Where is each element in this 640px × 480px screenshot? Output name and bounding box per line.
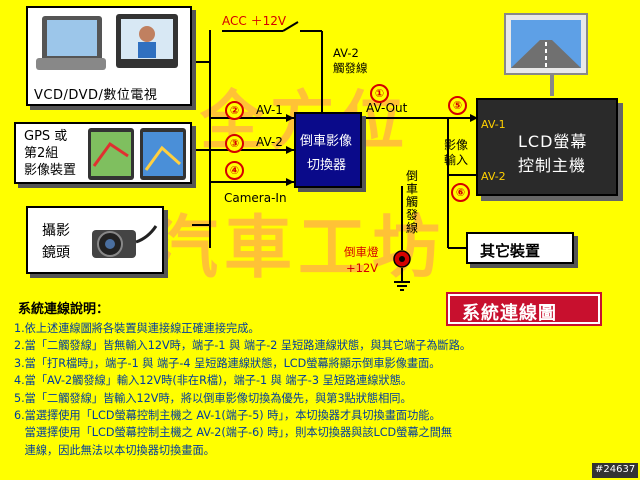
camera-label-line-2: 鏡頭 xyxy=(42,245,70,261)
note-line-5: 5.當「二觸發線」皆輸入12V時，將以倒車影像切換為優先，與第3點狀態相同。 xyxy=(14,391,412,405)
switcher-label-line-2: 切換器 xyxy=(307,158,347,173)
reverse-light-icon xyxy=(393,250,411,268)
lcd-port-av2-label: AV-2 xyxy=(481,170,506,183)
marker-6: ⑥ xyxy=(451,183,470,202)
reverse-trigger-char-3: 觸 xyxy=(406,195,419,209)
other-device: 其它裝置 xyxy=(466,232,574,264)
reverse-light-voltage: +12V xyxy=(346,261,379,275)
gps-label-line-2: 第2組 xyxy=(24,146,59,161)
vcd-dvd-device: VCD/DVD/數位電視 xyxy=(26,6,192,106)
port-camera-in-label: Camera-In xyxy=(224,191,287,205)
note-line-6: 6.當選擇使用「LCD螢幕控制主機之 AV-1(端子-5) 時」，本切換器才具切… xyxy=(14,409,441,423)
gps-screen-icon xyxy=(88,128,186,180)
lcd-control-unit: AV-1 AV-2 LCD螢幕 控制主機 xyxy=(476,98,618,196)
dvd-player-icon xyxy=(36,14,178,70)
gps-device: GPS 或 第2組 影像裝置 xyxy=(14,122,192,184)
reverse-trigger-char-1: 倒 xyxy=(406,169,419,183)
note-line-4: 4.當「AV-2觸發線」輸入12V時(非在R檔)，端子-1 與 端子-3 呈短路… xyxy=(14,374,413,388)
av2-trigger-label-2: 觸發線 xyxy=(333,61,368,75)
gps-label-line-3: 影像裝置 xyxy=(24,163,77,178)
switcher-label-line-1: 倒車影像 xyxy=(300,134,353,149)
note-line-8: 連線，因此無法以本切換器切換畫面。 xyxy=(14,443,215,457)
marker-4: ④ xyxy=(225,161,244,180)
camera-device: 攝影 鏡頭 xyxy=(26,206,164,274)
port-av1-label: AV-1 xyxy=(256,103,283,117)
notes-title: 系統連線說明： xyxy=(18,302,110,317)
watermark-bottom: 汽車工坊 xyxy=(150,208,447,288)
port-av-out-label: AV-Out xyxy=(366,101,408,115)
reverse-image-switcher: 倒車影像 切換器 xyxy=(294,112,362,188)
note-line-1: 1.依上述連線圖將各裝置與連接線正確連接完成。 xyxy=(14,322,260,335)
note-line-3: 3.當「打R檔時」，端子-1 與 端子-4 呈短路連線狀態，LCD螢幕將顯示倒車… xyxy=(14,356,441,370)
reverse-trigger-label: 倒 車 觸 發 線 xyxy=(406,170,420,235)
port-av2-label: AV-2 xyxy=(256,135,283,149)
image-id-tag: #24637 xyxy=(592,463,638,478)
camera-label-line-1: 攝影 xyxy=(42,223,70,239)
vcd-dvd-label: VCD/DVD/數位電視 xyxy=(34,88,158,103)
notes-list: 1.依上述連線圖將各裝置與連接線正確連接完成。 2.當「二觸發線」皆無輸入12V… xyxy=(14,320,471,459)
video-input-label-2: 輸入 xyxy=(444,153,469,167)
image-id-label: #24637 xyxy=(595,464,636,475)
video-input-label-1: 影像 xyxy=(444,138,469,152)
system-diagram-badge: 系統連線圖 xyxy=(446,292,602,326)
lcd-label-line-1: LCD螢幕 xyxy=(518,132,588,151)
marker-3: ③ xyxy=(225,134,244,153)
note-line-2: 2.當「二觸發線」皆無輸入12V時，端子-1 與 端子-2 呈短路連線狀態，與其… xyxy=(14,339,472,353)
badge-label: 系統連線圖 xyxy=(462,303,557,324)
lcd-port-av1-label: AV-1 xyxy=(481,118,506,131)
marker-2: ② xyxy=(225,101,244,120)
lcd-label-line-2: 控制主機 xyxy=(518,156,587,175)
reverse-trigger-char-2: 車 xyxy=(406,182,419,196)
reverse-trigger-char-4: 發 xyxy=(406,208,419,222)
marker-1: ① xyxy=(370,84,389,103)
reverse-light-label: 倒車燈 xyxy=(344,245,379,259)
marker-5: ⑤ xyxy=(448,96,467,115)
note-line-7: 當選擇使用「LCD螢幕控制主機之 AV-2(端子-6) 時」，則本切換器與該LC… xyxy=(14,426,453,440)
acc-12v-label: ACC ＋12V xyxy=(222,14,287,28)
av2-trigger-label: AV-2 xyxy=(333,46,359,60)
camera-lens-icon xyxy=(92,225,158,258)
other-device-label: 其它裝置 xyxy=(480,242,541,260)
gps-label-line-1: GPS 或 xyxy=(24,129,68,144)
reverse-trigger-char-5: 線 xyxy=(406,221,419,235)
